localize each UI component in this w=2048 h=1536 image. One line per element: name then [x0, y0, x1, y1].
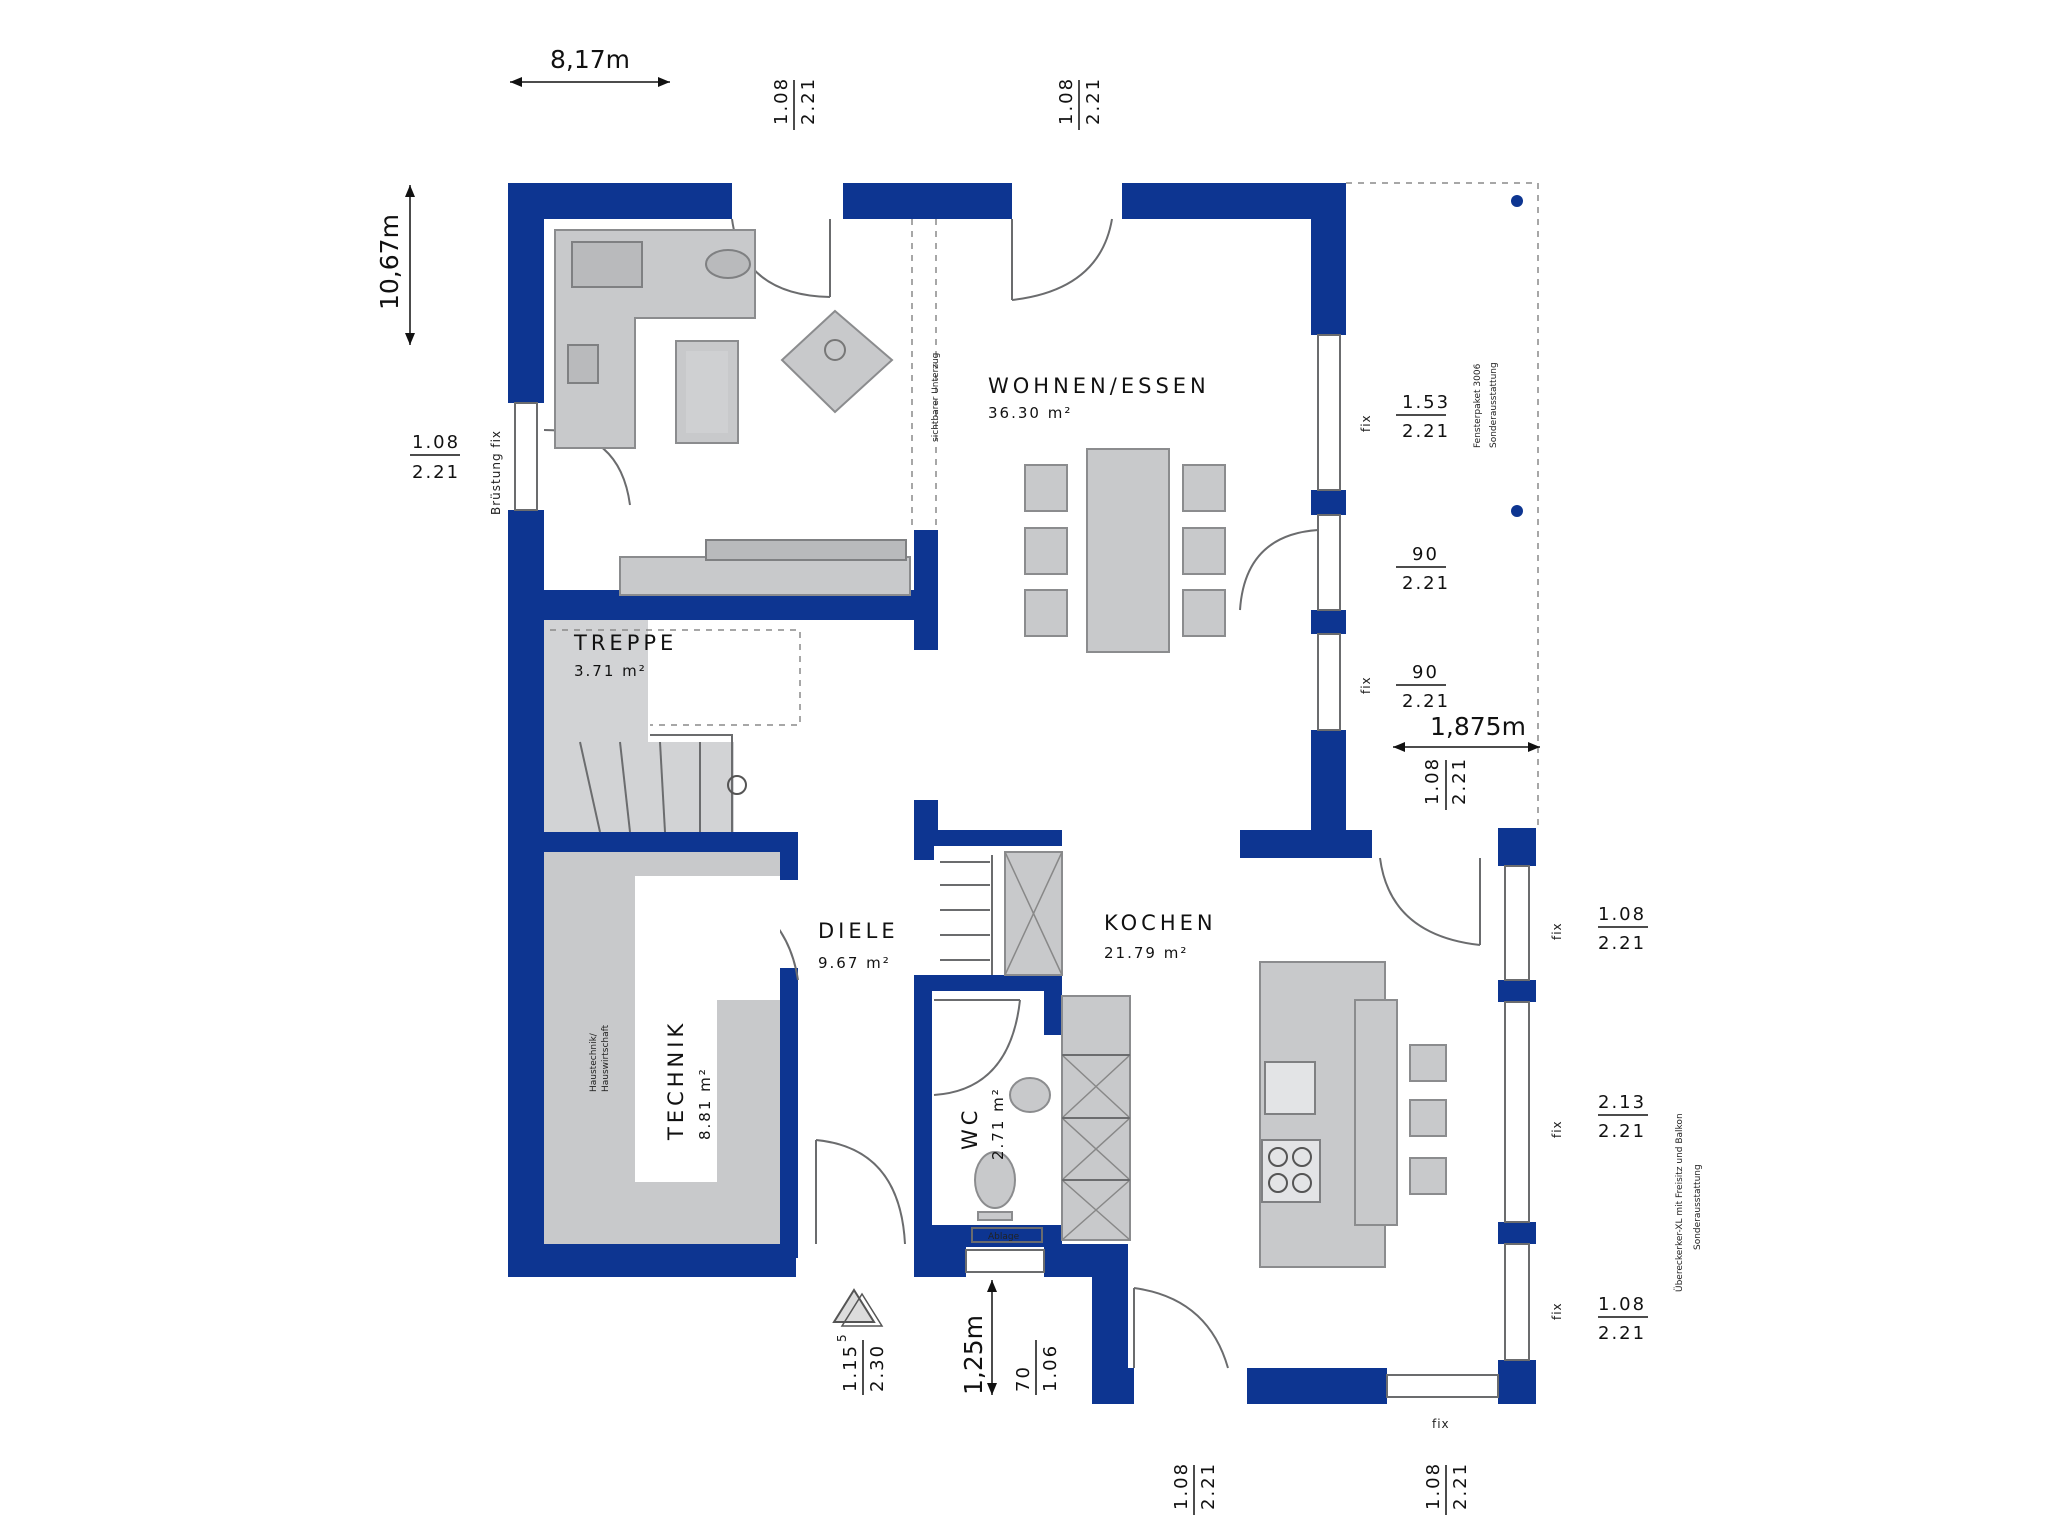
- opening-bottom-1-height: 2.21: [1198, 1462, 1219, 1510]
- wc-fixtures: [971, 1077, 1051, 1243]
- opening-oriel-2-width: 2.13: [1598, 1092, 1646, 1113]
- opening-right-3-height: 2.21: [1402, 691, 1450, 712]
- opening-entrance-height: 2.30: [867, 1344, 888, 1392]
- fensterpaket-sonder-label: Sonderausstattung: [1489, 362, 1499, 448]
- opening-oriel-1-height: 2.21: [1598, 933, 1646, 954]
- opening-entrance-width: 1.15: [840, 1344, 861, 1392]
- room-area-wc: 2.71 m²: [989, 1087, 1007, 1160]
- opening-wc-width: 70: [1013, 1365, 1034, 1392]
- unterzug-lines: [911, 219, 937, 530]
- room-area-treppe: 3.71 m²: [574, 662, 647, 680]
- opening-bottom-1-width: 1.08: [1171, 1462, 1192, 1510]
- opening-top-left-height: 2.21: [798, 77, 819, 125]
- oriel-sonder-label: Sonderausstattung: [1693, 1164, 1703, 1250]
- dimension-terrace: 1,875m: [1430, 712, 1526, 741]
- fix-label-5: fix: [1550, 1302, 1564, 1320]
- opening-right-4-width: 1.08: [1422, 757, 1443, 805]
- haustechnik-label-1: Haustechnik/: [589, 1032, 599, 1092]
- opening-right-1-height: 2.21: [1402, 421, 1450, 442]
- opening-bottom-2-height: 2.21: [1450, 1462, 1471, 1510]
- dimension-width: 8,17m: [550, 45, 630, 74]
- fix-label-2: fix: [1359, 676, 1373, 694]
- windows: [514, 334, 1530, 1398]
- kitchen-furniture: [1061, 961, 1447, 1268]
- room-name-wohnen: WOHNEN/ESSEN: [988, 374, 1210, 398]
- room-area-diele: 9.67 m²: [818, 954, 891, 972]
- room-name-kochen: KOCHEN: [1104, 911, 1217, 935]
- opening-top-mid-height: 2.21: [1083, 77, 1104, 125]
- dining-furniture: [1024, 448, 1226, 653]
- fensterpaket-label: Fensterpaket 3006: [1473, 363, 1483, 448]
- fix-label-3: fix: [1550, 922, 1564, 940]
- stairs: [544, 620, 801, 833]
- dimension-entrance-depth: 1,25m: [959, 1315, 988, 1395]
- fix-label-1: fix: [1359, 414, 1373, 432]
- fix-label-4: fix: [1550, 1120, 1564, 1138]
- opening-bottom-2-width: 1.08: [1423, 1462, 1444, 1510]
- diele-furniture: [940, 851, 1063, 976]
- entrance-arrow-icon: [832, 1288, 884, 1327]
- room-area-technik: 8.81 m²: [696, 1067, 714, 1140]
- bruestung-fix-label: Brüstung fix: [489, 430, 503, 515]
- opening-entrance-superscript: 5: [835, 1333, 849, 1342]
- room-name-diele: DIELE: [818, 919, 899, 943]
- unterzug-label: sichtbarer Unterzug: [931, 353, 941, 442]
- room-name-treppe: TREPPE: [573, 631, 677, 655]
- opening-right-1-width: 1.53: [1402, 392, 1450, 413]
- room-name-wc: WC: [958, 1107, 982, 1150]
- fix-label-6: fix: [1432, 1417, 1450, 1431]
- opening-oriel-1-width: 1.08: [1598, 904, 1646, 925]
- dimension-depth: 10,67m: [375, 214, 404, 310]
- opening-wc-height: 1.06: [1040, 1344, 1061, 1392]
- haustechnik-label-2: Hauswirtschaft: [601, 1024, 611, 1092]
- room-area-wohnen: 36.30 m²: [988, 404, 1072, 422]
- oriel-note-label: Übereckerker-XL mit Freisitz und Balkon: [1674, 1113, 1685, 1292]
- opening-left-height: 2.21: [412, 462, 460, 483]
- opening-right-3-width: 90: [1412, 662, 1439, 683]
- opening-oriel-3-height: 2.21: [1598, 1323, 1646, 1344]
- opening-oriel-2-height: 2.21: [1598, 1121, 1646, 1142]
- dimension-lines: [405, 77, 1648, 1515]
- technik-room: [544, 852, 780, 1244]
- opening-right-2-width: 90: [1412, 544, 1439, 565]
- opening-oriel-3-width: 1.08: [1598, 1294, 1646, 1315]
- ablage-label: Ablage: [988, 1232, 1020, 1242]
- opening-top-mid-width: 1.08: [1056, 77, 1077, 125]
- terrace-outline: [1346, 182, 1539, 830]
- opening-top-left-width: 1.08: [771, 77, 792, 125]
- living-furniture: [554, 229, 911, 596]
- opening-left-width: 1.08: [412, 432, 460, 453]
- walls: [508, 183, 1536, 1404]
- opening-right-2-height: 2.21: [1402, 573, 1450, 594]
- room-name-technik: TECHNIK: [664, 1020, 688, 1141]
- opening-right-4-height: 2.21: [1449, 757, 1470, 805]
- room-area-kochen: 21.79 m²: [1104, 944, 1188, 962]
